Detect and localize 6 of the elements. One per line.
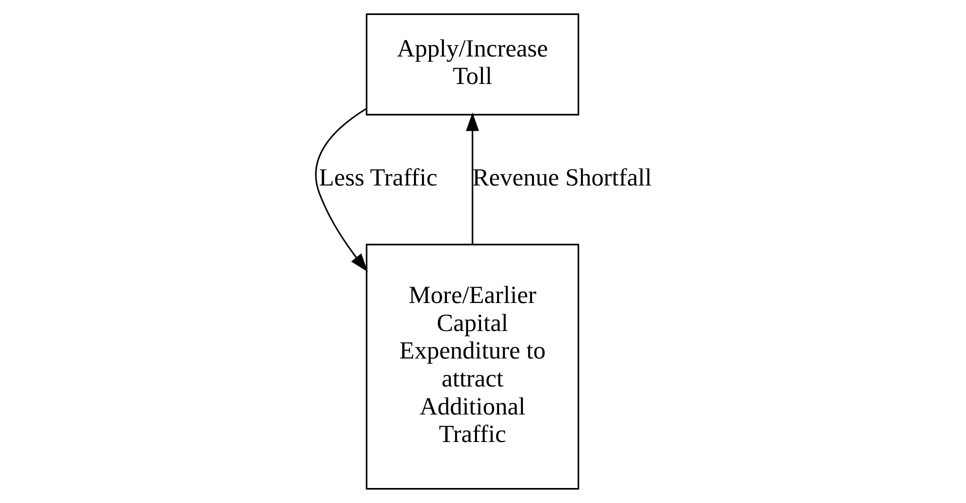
edge-label: Revenue Shortfall: [472, 164, 652, 192]
arrow: [466, 112, 478, 244]
arrow: [314, 108, 368, 272]
node-box: More/Earlier Capital Expenditure to attract Additional Traffic: [365, 244, 579, 490]
node-box: Apply/Increase Toll: [365, 13, 579, 116]
edge-label: Less Traffic: [318, 164, 437, 192]
